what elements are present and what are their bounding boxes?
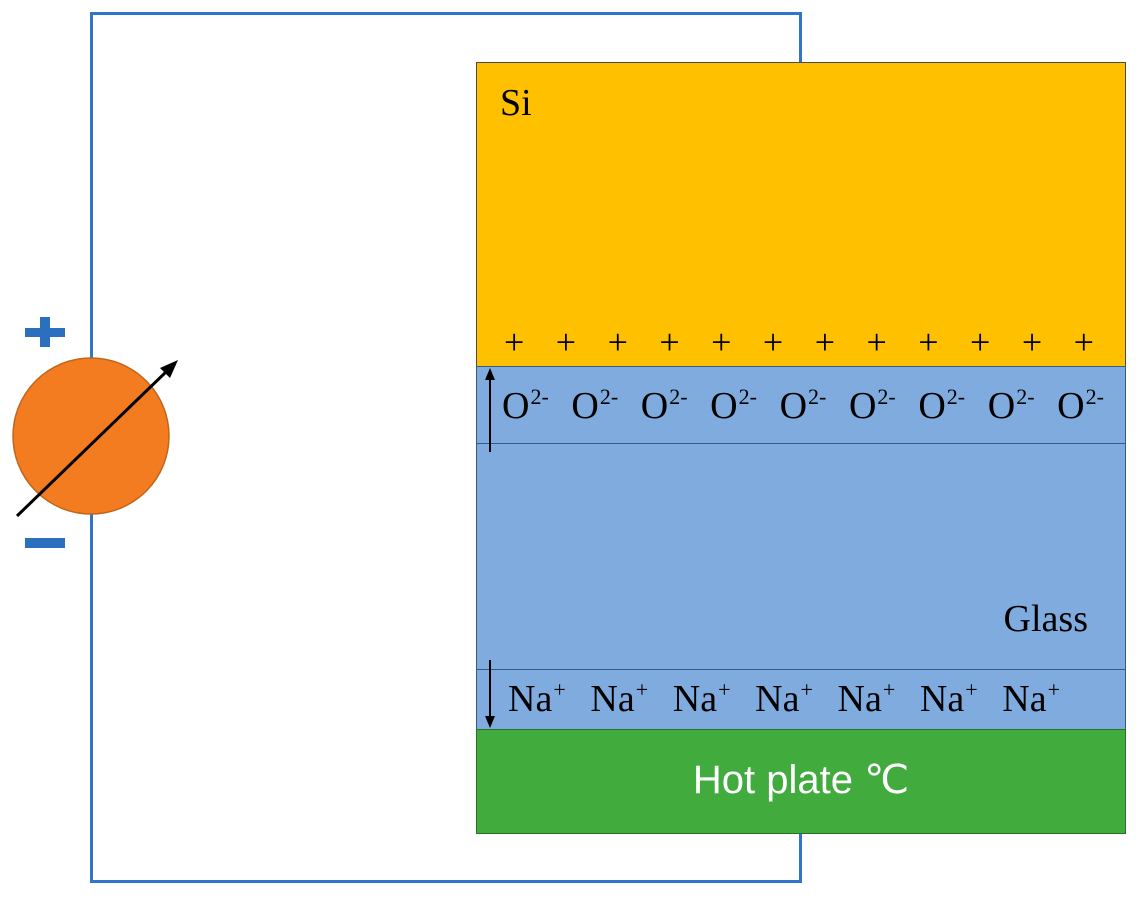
positive-charge: + — [555, 322, 577, 362]
sodium-ion: Na+ — [590, 677, 649, 720]
positive-charge: + — [762, 322, 784, 362]
sodium-ion-symbol: Na — [837, 678, 882, 720]
sodium-ion-charge: + — [800, 677, 813, 702]
sodium-ion: Na+ — [672, 677, 731, 720]
positive-charge: + — [711, 322, 732, 362]
oxygen-ion: O2- — [1057, 384, 1104, 427]
positive-charge: + — [918, 322, 939, 362]
oxygen-ion-charge: 2- — [946, 384, 966, 409]
oxygen-ion: O2- — [502, 384, 549, 427]
wire-bottom-rise — [799, 834, 802, 883]
sodium-ion-symbol: Na — [508, 678, 553, 720]
sodium-migration-arrow — [485, 660, 495, 728]
hot-plate-layer — [476, 729, 1126, 834]
oxygen-ion: O2- — [848, 384, 896, 427]
sodium-ion: Na+ — [755, 677, 813, 720]
wire-bottom — [90, 880, 802, 883]
sodium-ion-charge: + — [882, 677, 896, 702]
wire-top-drop — [799, 12, 802, 63]
sodium-ion-symbol: Na — [755, 678, 800, 720]
sodium-ion-symbol: Na — [590, 678, 635, 720]
positive-charge: + — [866, 322, 887, 362]
wire-left-lower — [90, 514, 93, 883]
sodium-ion: Na+ — [508, 677, 566, 720]
variable-arrow-head — [160, 360, 178, 378]
oxygen-ion-symbol: O — [848, 385, 877, 427]
sodium-ion-layer — [476, 669, 1126, 730]
oxygen-ion-symbol: O — [710, 385, 738, 427]
silicon-layer — [476, 62, 1126, 366]
positive-charge-row: + + + + + + + + + + + + — [504, 324, 1094, 360]
glass-layer — [476, 444, 1126, 670]
oxygen-ion-charge: 2- — [1085, 384, 1104, 409]
sodium-ion-charge: + — [718, 677, 731, 702]
oxygen-ion-charge: 2- — [877, 384, 896, 409]
oxygen-ion: O2- — [640, 384, 688, 427]
oxygen-ion-charge: 2- — [738, 384, 757, 409]
variable-arrow-shaft — [15, 368, 170, 518]
oxygen-ion: O2- — [987, 384, 1035, 427]
oxygen-ion-symbol: O — [1057, 385, 1085, 427]
positive-charge: + — [504, 322, 525, 362]
positive-charge: + — [659, 322, 680, 362]
sodium-ion-symbol: Na — [672, 678, 718, 720]
oxygen-ion-symbol: O — [918, 385, 946, 427]
oxygen-ion-symbol: O — [987, 385, 1016, 427]
oxygen-ion-symbol: O — [571, 385, 599, 427]
oxygen-ion: O2- — [779, 384, 827, 427]
variable-voltage-source — [12, 357, 178, 518]
glass-label: Glass — [1003, 598, 1088, 640]
sodium-ion-row: Na+Na+Na+Na+Na+Na+Na+ — [508, 677, 1060, 720]
sodium-ion-charge: + — [635, 677, 649, 702]
oxygen-ion: O2- — [571, 384, 619, 427]
oxygen-ion: O2- — [710, 384, 757, 427]
oxygen-ion-charge: 2- — [530, 384, 549, 409]
oxygen-ion-row: O2-O2-O2-O2-O2-O2-O2-O2-O2- — [502, 384, 1104, 427]
oxygen-ion-charge: 2- — [599, 384, 619, 409]
oxygen-ion-charge: 2- — [1016, 384, 1035, 409]
sodium-ion: Na+ — [1002, 677, 1060, 720]
sodium-ion-charge: + — [965, 677, 978, 702]
positive-charge: + — [814, 322, 835, 362]
oxygen-ion-charge: 2- — [669, 384, 688, 409]
oxygen-migration-arrow — [485, 368, 495, 452]
sodium-ion-charge: + — [553, 677, 566, 702]
positive-charge: + — [607, 322, 628, 362]
oxygen-ion-symbol: O — [779, 385, 808, 427]
positive-charge: + — [1073, 322, 1094, 362]
minus-icon — [25, 538, 65, 548]
oxygen-ion-layer — [476, 366, 1126, 444]
sodium-ion: Na+ — [837, 677, 896, 720]
positive-charge: + — [970, 322, 991, 362]
hot-plate-label: Hot plate ℃ — [692, 758, 910, 802]
sodium-ion-symbol: Na — [1002, 678, 1047, 720]
oxygen-ion-symbol: O — [640, 385, 669, 427]
oxygen-ion: O2- — [918, 384, 966, 427]
oxygen-ion-charge: 2- — [808, 384, 827, 409]
oxygen-ion-symbol: O — [502, 385, 530, 427]
wire-left — [90, 12, 93, 359]
plus-icon-vertical — [40, 317, 50, 347]
sodium-ion-symbol: Na — [919, 678, 965, 720]
silicon-label: Si — [500, 82, 532, 124]
positive-charge: + — [1021, 322, 1043, 362]
sodium-ion: Na+ — [919, 677, 978, 720]
sodium-ion-charge: + — [1047, 677, 1060, 702]
source-circle — [12, 357, 170, 515]
wire-top — [90, 12, 802, 15]
